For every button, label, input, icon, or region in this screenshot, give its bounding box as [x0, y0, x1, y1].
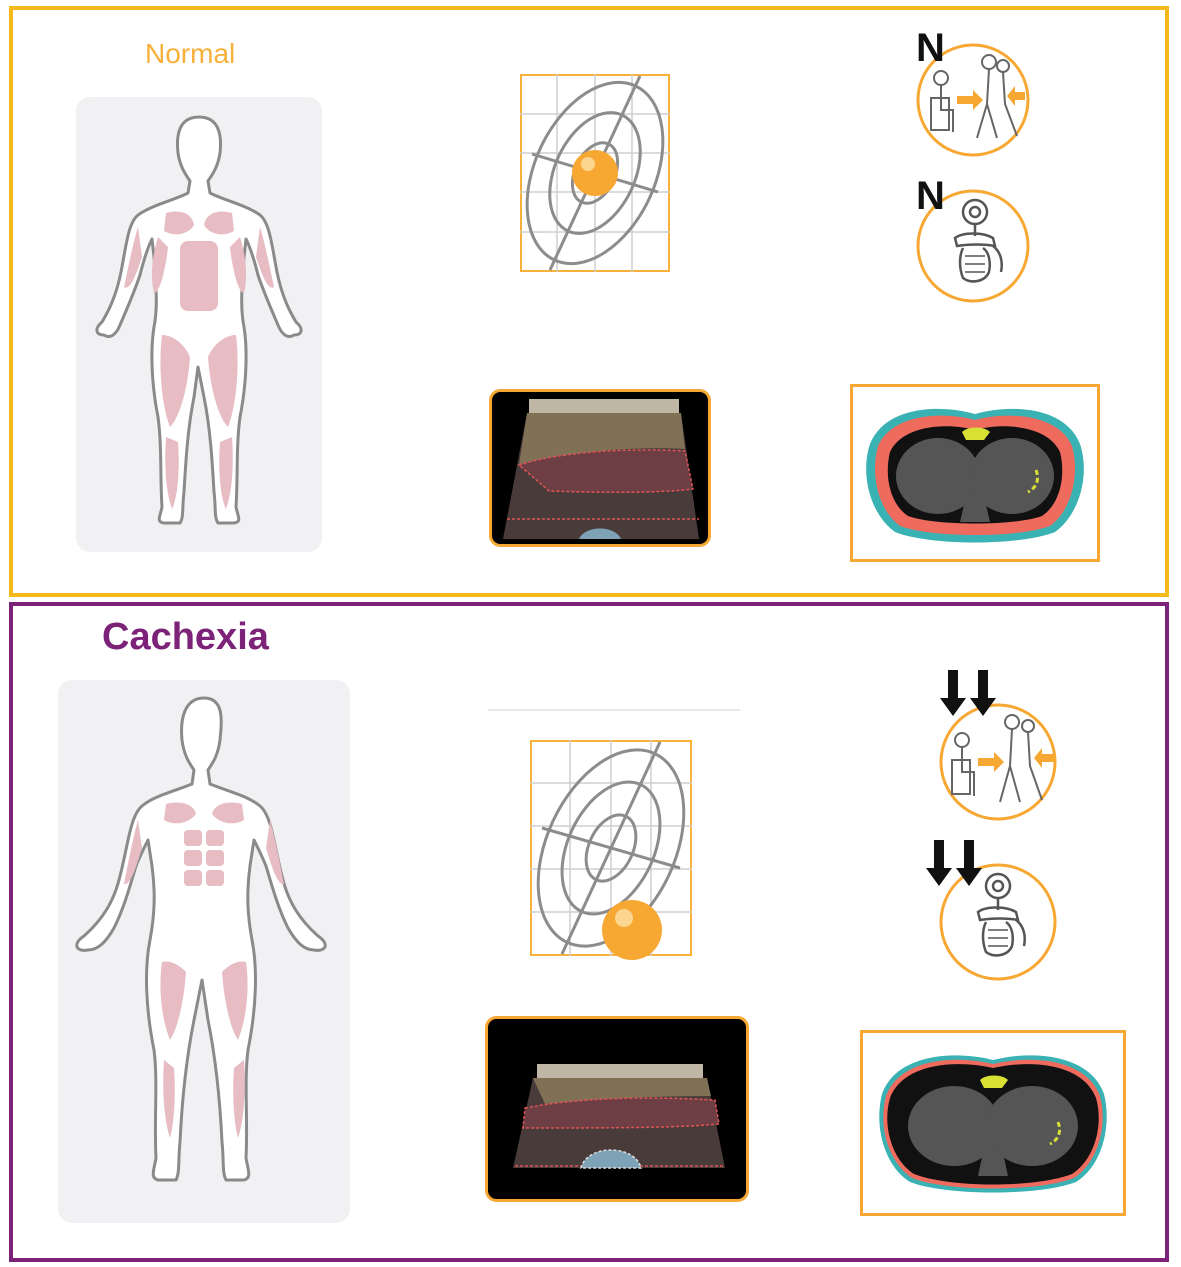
- normal-phase-angle-graph-icon: [520, 74, 670, 272]
- cachexia-grip-double-down-arrow-icon: [926, 840, 982, 886]
- normal-grip-badge: N: [916, 174, 945, 218]
- normal-gait-test-icon: [916, 43, 1030, 157]
- cachexia-ct-cross-section-icon: [860, 1030, 1126, 1216]
- normal-title: Normal: [145, 38, 236, 69]
- cachexia-title: Cachexia: [102, 616, 269, 658]
- normal-grip-test-icon: [916, 189, 1030, 303]
- cachexia-body-silhouette-icon: [58, 680, 350, 1223]
- normal-panel: [9, 6, 1169, 597]
- normal-body-silhouette-icon: [76, 97, 322, 552]
- separator-line: [488, 709, 740, 711]
- cachexia-gait-test-icon: [939, 703, 1057, 821]
- cachexia-panel: [9, 602, 1169, 1262]
- cachexia-grip-test-icon: [939, 863, 1057, 981]
- normal-gait-badge: N: [916, 26, 945, 70]
- cachexia-muscle-ultrasound-icon: [485, 1016, 749, 1202]
- cachexia-gait-double-down-arrow-icon: [940, 670, 996, 716]
- cachexia-phase-angle-graph-icon: [530, 740, 692, 960]
- normal-ct-cross-section-icon: [850, 384, 1100, 562]
- normal-muscle-ultrasound-icon: [489, 389, 711, 547]
